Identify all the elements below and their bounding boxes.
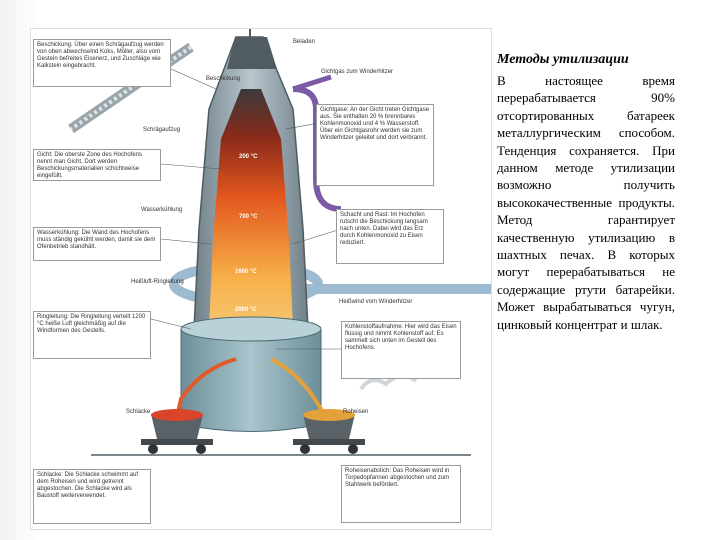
blast-furnace-illustration bbox=[68, 29, 491, 456]
slag-ladle-car bbox=[141, 409, 213, 454]
iron-tap-stream bbox=[270, 357, 329, 422]
caption-ring: Ringleitung: Die Ringleitung verteilt 12… bbox=[33, 311, 151, 359]
label-charging: Beschickung bbox=[206, 76, 241, 82]
furnace-hot-zone bbox=[209, 89, 293, 359]
label-from-heater: Heißwind vom Winderhitzer bbox=[339, 299, 413, 305]
label-top: Beladen bbox=[293, 39, 316, 45]
caption-carbon: Kohlenstoffaufnahme: Hier wird das Eisen… bbox=[341, 321, 461, 379]
pig-iron-ladle-car bbox=[293, 409, 365, 454]
caption-pig-iron: Roheisenabstich: Das Roheisen wird in To… bbox=[341, 465, 461, 523]
temp-label: 1600 °C bbox=[235, 269, 257, 275]
skip-hoist bbox=[68, 42, 194, 134]
slag-tap-stream bbox=[174, 357, 237, 422]
caption-throat: Gicht: Die oberste Zone des Hochofens ne… bbox=[33, 149, 161, 181]
slide-body: В настоящее время перерабатывается 90% о… bbox=[497, 73, 675, 332]
caption-shaft: Schacht und Rast: Im Hochofen rutscht di… bbox=[336, 209, 444, 264]
temp-label: 200 °C bbox=[239, 154, 258, 160]
label-gas-outlet: Gichtgas zum Winderhitzer bbox=[321, 69, 394, 75]
label-hot-air-ring: Heißluft-Ringleitung bbox=[131, 279, 184, 285]
caption-water-cooling: Wasserkühlung: Die Wand des Hochofens mu… bbox=[33, 227, 161, 261]
label-slag: Schlacke bbox=[126, 409, 151, 415]
caption-gas: Gichtgase: An der Gicht treten Gichtgase… bbox=[316, 104, 434, 186]
caption-slag: Schlacke: Die Schlacke schwimmt auf dem … bbox=[33, 469, 151, 524]
blast-furnace-diagram: Beladen Gichtgas zum Winderhitzer Beschi… bbox=[30, 28, 492, 530]
caption-charging: Beschickung: Über einen Schrägaufzug wer… bbox=[33, 39, 171, 87]
slide-title: Методы утилизации bbox=[497, 52, 629, 67]
text-panel: Методы утилизации В настоящее время пере… bbox=[497, 52, 675, 333]
hot-air-pipe bbox=[296, 284, 491, 294]
label-pig-iron: Roheisen bbox=[343, 409, 369, 415]
label-skip: Schrägaufzug bbox=[143, 127, 181, 133]
temp-label: 700 °C bbox=[239, 214, 258, 220]
temp-label: 2000 °C bbox=[235, 307, 257, 313]
label-water-cooling: Wasserkühlung bbox=[141, 207, 183, 213]
